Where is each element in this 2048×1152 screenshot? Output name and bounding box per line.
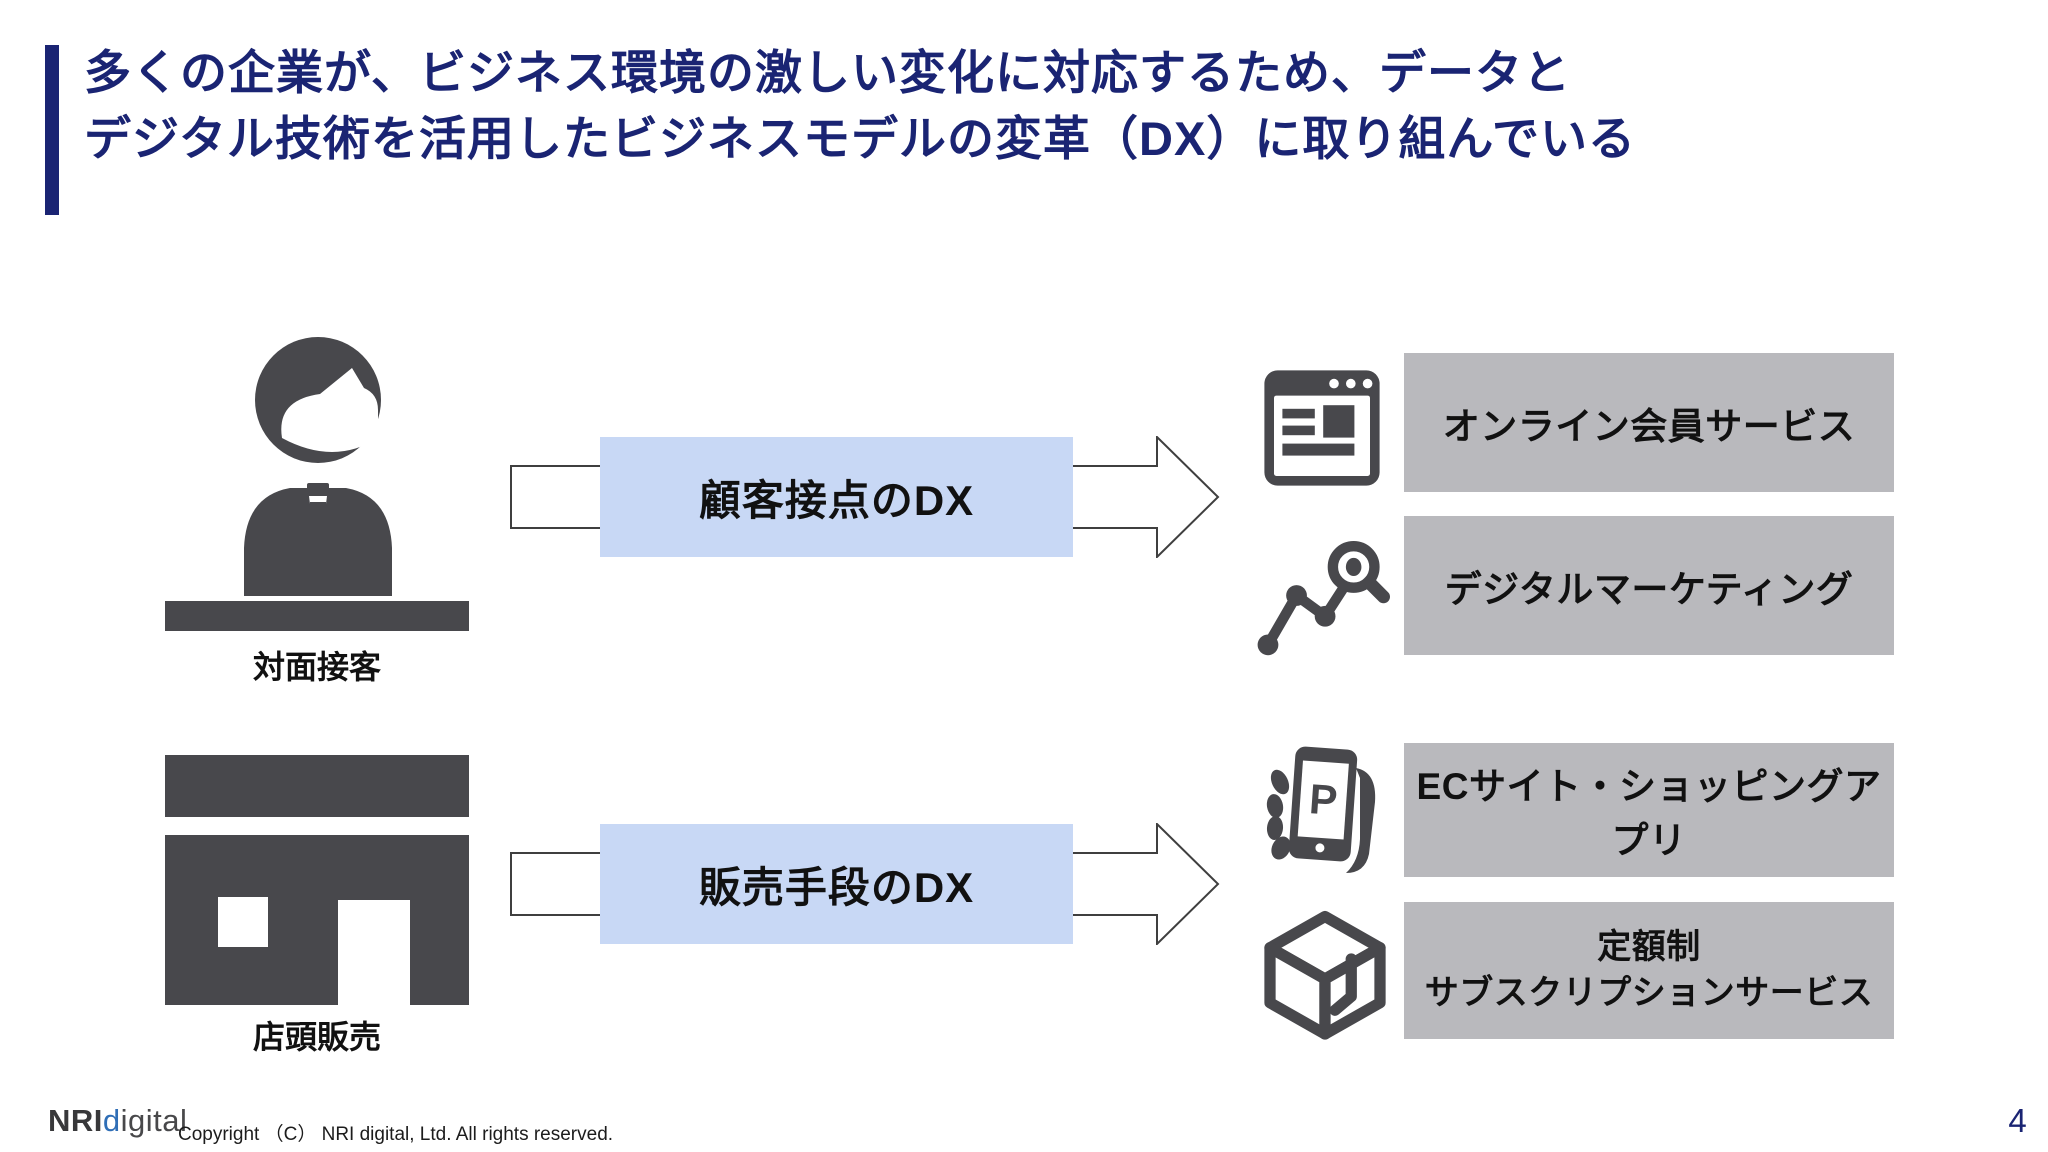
slide-title: 多くの企業が、ビジネス環境の激しい変化に対応するため、データと デジタル技術を活… [84,40,1984,172]
browser-window-icon [1262,368,1382,488]
outcome-label: ECサイト・ショッピングアプリ [1416,766,1882,861]
outcome-box-subscription: 定額制 サブスクリプションサービス [1404,902,1894,1039]
receptionist-icon [230,336,406,602]
flow-box-sales-channel-dx: 販売手段のDX [600,824,1073,944]
title-accent-bar [45,45,59,215]
source-label-storefront: 店頭販売 [252,1019,381,1055]
outcome-label: デジタルマーケティング [1444,568,1854,610]
copyright-text: Copyright （C） NRI digital, Ltd. All righ… [178,1124,614,1145]
phone-screen-letter: P [1308,775,1339,824]
storefront-icon [165,755,469,1005]
outcome-box-digital-marketing: デジタルマーケティング [1404,516,1894,655]
outcome-box-online-membership: オンライン会員サービス [1404,353,1894,492]
logo-nri-text: NRI [48,1103,103,1138]
smartphone-payment-icon: P [1264,742,1390,875]
nri-digital-logo: NRIdigital [48,1103,187,1139]
outcome-label-line2: サブスクリプションサービス [1424,973,1874,1012]
slide-title-line1: 多くの企業が、ビジネス環境の激しい変化に対応するため、データと [84,46,1572,99]
outcome-label: オンライン会員サービス [1442,405,1856,447]
source-label-face-to-face: 対面接客 [252,649,381,685]
package-box-icon [1260,908,1390,1040]
chart-magnifier-icon [1255,528,1390,663]
page-number: 4 [2008,1102,2027,1139]
slide-title-line2: デジタル技術を活用したビジネスモデルの変革（DX）に取り組んでいる [84,112,1636,165]
logo-igital-text: igital [120,1103,188,1138]
outcome-label-line1: 定額制 [1597,927,1701,966]
flow-box-customer-touchpoint-dx: 顧客接点のDX [600,437,1073,557]
outcome-box-ec-site-app: ECサイト・ショッピングアプリ [1404,743,1894,877]
logo-d-text: d [102,1103,121,1138]
counter-bar [165,601,469,631]
